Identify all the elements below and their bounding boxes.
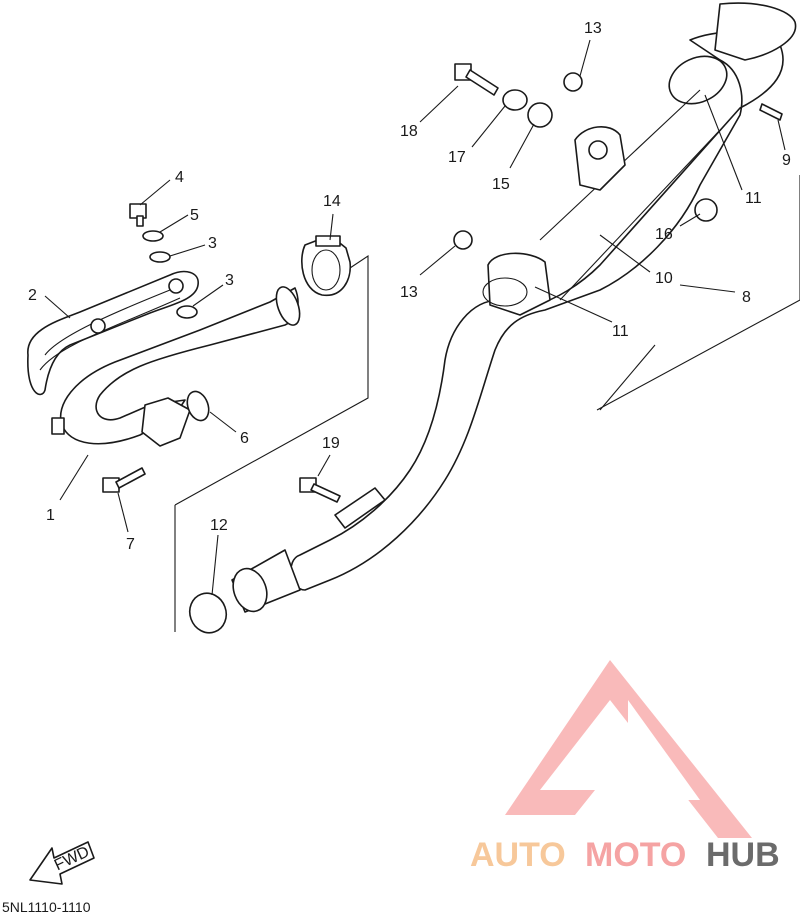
- callout-9: 9: [782, 152, 791, 169]
- callout-3b: 3: [225, 272, 234, 289]
- callout-15: 15: [492, 176, 510, 193]
- diagram-code: 5NL1110-1110: [2, 899, 91, 915]
- fwd-label: FWD: [52, 843, 92, 874]
- callout-labels: 1 2 3 3 4 5 6 7 8 9 10 11 11 12 13 13 14…: [28, 20, 791, 553]
- callout-7: 7: [126, 536, 135, 553]
- leader-lines: [44, 39, 786, 596]
- watermark-auto: AUTO: [470, 836, 566, 874]
- pipe-connector: [231, 549, 301, 613]
- gasket-12: [188, 592, 228, 634]
- callout-14: 14: [323, 193, 341, 210]
- callout-6: 6: [240, 430, 249, 447]
- callout-17: 17: [448, 149, 466, 166]
- callout-13b: 13: [400, 284, 418, 301]
- callout-12: 12: [210, 517, 228, 534]
- callout-11b: 11: [612, 323, 629, 340]
- callout-19: 19: [322, 435, 340, 452]
- callout-10: 10: [655, 270, 673, 287]
- exhaust-pipe-front: [51, 286, 301, 447]
- muffler-assembly: [290, 2, 797, 591]
- hardware: [102, 63, 783, 503]
- callout-3a: 3: [208, 235, 217, 252]
- gasket: [186, 390, 210, 422]
- group-lines: [174, 175, 800, 632]
- callout-2: 2: [28, 287, 37, 304]
- fwd-arrow: FWD: [29, 841, 95, 885]
- watermark-text: AUTO MOTO HUB: [470, 836, 780, 874]
- watermark-hub: HUB: [706, 836, 780, 874]
- watermark-moto: MOTO: [585, 836, 686, 874]
- callout-16: 16: [655, 226, 673, 243]
- clamp: [301, 235, 351, 296]
- callout-18: 18: [400, 123, 418, 140]
- callout-11a: 11: [745, 190, 762, 207]
- callout-13a: 13: [584, 20, 602, 37]
- callout-8: 8: [742, 289, 751, 306]
- callout-4: 4: [175, 169, 184, 186]
- watermark-logo: [505, 660, 752, 838]
- callout-1: 1: [46, 507, 55, 524]
- callout-5: 5: [190, 207, 199, 224]
